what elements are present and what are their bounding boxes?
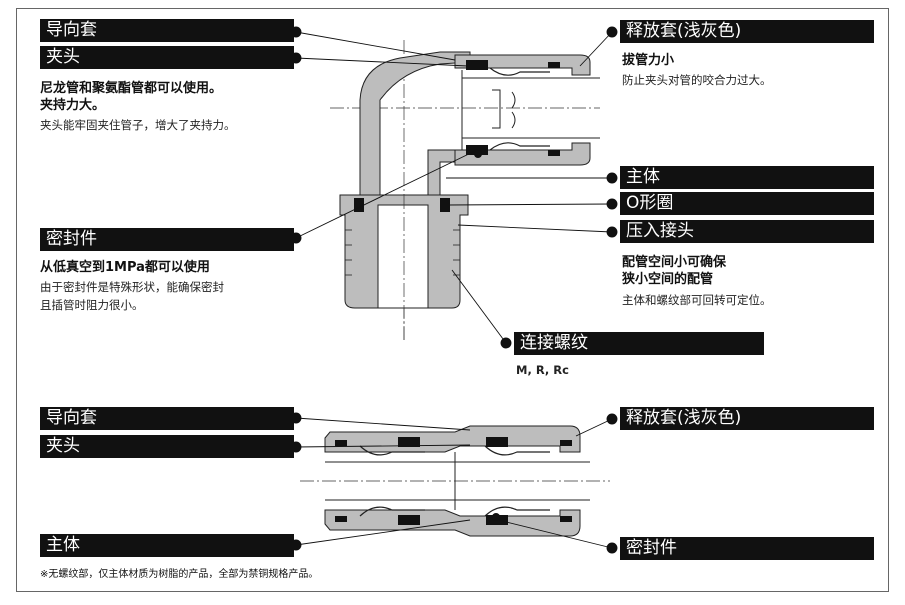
collet-title: 尼龙管和聚氨酯管都可以使用。 — [40, 81, 223, 96]
label-seal-bottom: 密封件 — [620, 537, 874, 560]
label-connection-thread: 连接螺纹 — [514, 332, 764, 355]
press-description: 主体和螺纹部可回转可定位。 — [622, 293, 772, 307]
seal-description-2: 且插管时阻力很小。 — [40, 298, 144, 312]
label-seal: 密封件 — [40, 228, 294, 251]
label-release-sleeve-bottom: 释放套(浅灰色) — [620, 407, 874, 430]
label-body: 主体 — [620, 166, 874, 189]
label-collet-bottom: 夹头 — [40, 435, 294, 458]
label-body-bottom: 主体 — [40, 534, 294, 557]
footnote: ※无螺纹部，仅主体材质为树脂的产品，全部为禁铜规格产品。 — [40, 569, 319, 580]
straight-fitting-section — [300, 425, 610, 537]
collet-description: 夹头能牢固夹住管子，增大了夹持力。 — [40, 118, 236, 132]
label-o-ring: O形圈 — [620, 192, 874, 215]
release-description: 防止夹头对管的咬合力过大。 — [622, 73, 772, 87]
leader-lines-bottom — [290, 412, 618, 554]
press-title-1: 配管空间小可确保 — [622, 255, 727, 270]
release-title: 拔管力小 — [622, 53, 675, 68]
label-collet: 夹头 — [40, 46, 294, 69]
collet-title-2: 夹持力大。 — [40, 98, 106, 113]
label-guide-sleeve-bottom: 导向套 — [40, 407, 294, 430]
label-guide-sleeve: 导向套 — [40, 19, 294, 42]
seal-title: 从低真空到1MPa都可以使用 — [40, 260, 210, 275]
leader-lines-top — [290, 26, 618, 349]
label-release-sleeve: 释放套(浅灰色) — [620, 20, 874, 43]
thread-types: M, R, Rc — [516, 363, 569, 377]
seal-description-1: 由于密封件是特殊形状，能确保密封 — [40, 280, 224, 294]
label-press-fit-joint: 压入接头 — [620, 220, 874, 243]
press-title-2: 狭小空间的配管 — [622, 272, 714, 287]
elbow-fitting-section — [330, 40, 600, 340]
figure-frame — [16, 8, 889, 592]
